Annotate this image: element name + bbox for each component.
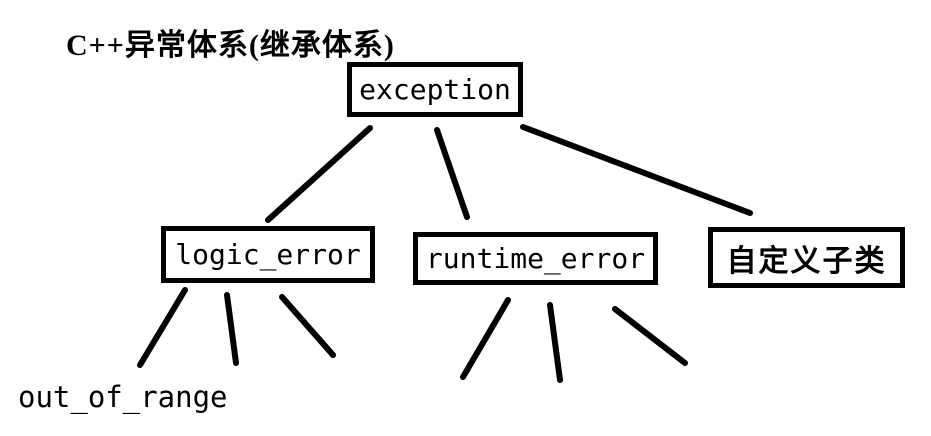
edge-logic-error-out-of-range — [137, 287, 188, 368]
edge-exception-custom-subclass — [520, 124, 753, 216]
edge-exception-logic-error — [265, 125, 373, 223]
edge-logic-error-child-3 — [279, 294, 336, 358]
edge-logic-error-child-2 — [224, 292, 239, 366]
edge-exception-runtime-error — [434, 127, 470, 220]
node-runtime-error: runtime_error — [413, 232, 658, 285]
node-custom-subclass-label: 自定义子类 — [726, 244, 887, 278]
edge-runtime-error-child-2 — [547, 302, 563, 383]
edge-runtime-error-child-3 — [612, 306, 688, 366]
node-logic-error-label: logic_error — [175, 238, 361, 271]
label-out-of-range: out_of_range — [18, 380, 228, 414]
node-exception: exception — [347, 62, 523, 117]
node-exception-label: exception — [359, 73, 511, 106]
diagram-title: C++异常体系(继承体系) — [66, 29, 395, 62]
node-custom-subclass: 自定义子类 — [708, 227, 905, 288]
node-logic-error: logic_error — [161, 226, 375, 283]
node-runtime-error-label: runtime_error — [425, 242, 646, 275]
edge-runtime-error-child-1 — [460, 297, 511, 380]
